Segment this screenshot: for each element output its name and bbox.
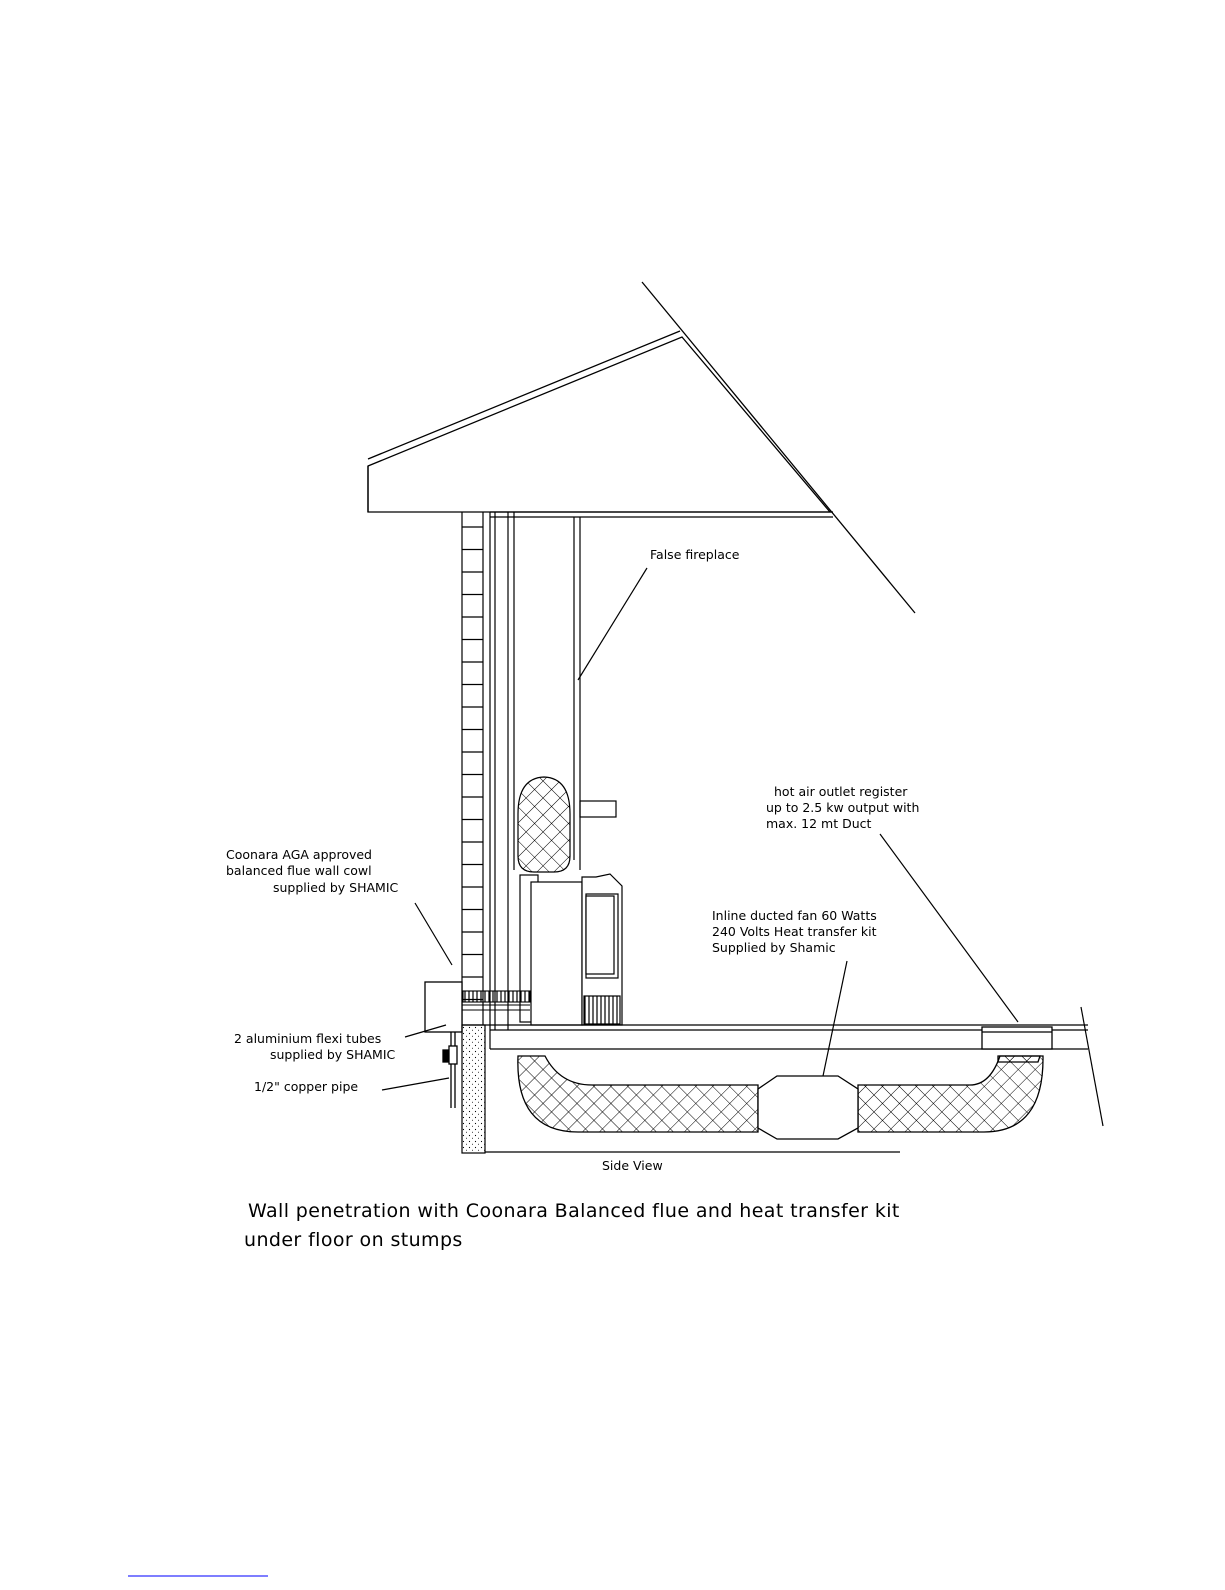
label-wall-cowl-line: supplied by SHAMIC [273, 880, 399, 895]
wall-frame [489, 512, 509, 1030]
wall-cowl [424, 981, 463, 1033]
label-inline-fan: Inline ducted fan 60 Watts 240 Volts Hea… [712, 908, 881, 955]
label-inline-fan-line: Inline ducted fan 60 Watts [712, 908, 877, 923]
false-fireplace [513, 512, 617, 870]
label-false-fireplace: False fireplace [650, 547, 740, 562]
outside-ground-slope [1080, 1006, 1104, 1127]
roof-eave [367, 330, 832, 513]
label-flexi-tubes-line: 2 aluminium flexi tubes [234, 1031, 381, 1046]
caption-line: under floor on stumps [244, 1229, 463, 1251]
label-side-view: Side View [602, 1158, 663, 1173]
label-hot-air-register: hot air outlet register up to 2.5 kw out… [766, 784, 923, 831]
outlet-register [981, 1026, 1053, 1050]
label-wall-cowl-line: balanced flue wall cowl [226, 863, 372, 878]
brick-wall [461, 512, 484, 1025]
insulated-duct [517, 1055, 1044, 1133]
concrete-stump [461, 1024, 486, 1154]
label-hot-air-register-line: hot air outlet register [774, 784, 908, 799]
label-copper-pipe: 1/2" copper pipe [254, 1079, 358, 1094]
roof-pitch-line [641, 281, 916, 614]
caption-line: Wall penetration with Coonara Balanced f… [248, 1200, 900, 1222]
ceiling-joist [490, 511, 833, 518]
label-hot-air-register-line: up to 2.5 kw output with [766, 800, 919, 815]
label-flexi-tubes: 2 aluminium flexi tubes supplied by SHAM… [234, 1031, 396, 1062]
label-flexi-tubes-line: supplied by SHAMIC [270, 1047, 396, 1062]
caption: Wall penetration with Coonara Balanced f… [244, 1200, 906, 1251]
flue-insulation [517, 776, 571, 873]
gas-valve-pipe [442, 1032, 458, 1108]
label-hot-air-register-line: max. 12 mt Duct [766, 816, 872, 831]
label-wall-cowl: Coonara AGA approved balanced flue wall … [226, 847, 399, 895]
label-wall-cowl-line: Coonara AGA approved [226, 847, 372, 862]
leader-lines [381, 567, 1019, 1091]
inline-fan [757, 1075, 859, 1140]
label-inline-fan-line: 240 Volts Heat transfer kit [712, 924, 877, 939]
heater-unit [519, 873, 623, 1026]
label-inline-fan-line: Supplied by Shamic [712, 940, 836, 955]
